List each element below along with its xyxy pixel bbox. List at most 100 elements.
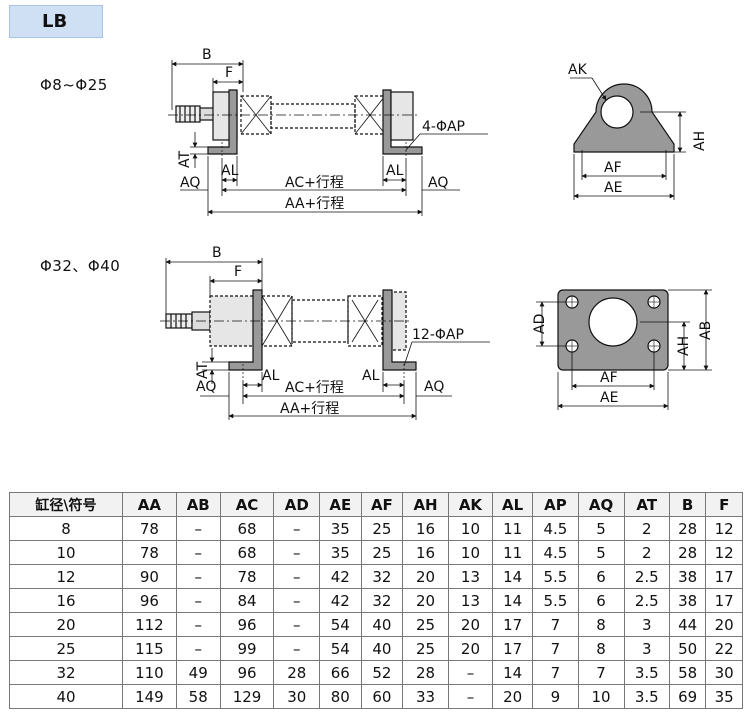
table-cell: – bbox=[175, 612, 221, 637]
table-cell: – bbox=[273, 588, 321, 613]
table-cell: – bbox=[273, 636, 321, 661]
table-cell: 7 bbox=[532, 636, 579, 661]
table-cell: 13 bbox=[447, 588, 493, 613]
dim-al-4: AL bbox=[362, 368, 380, 384]
technical-drawing: B F AT AQ AL AL AC+行程 AQ AA+行程 4-ΦAP AK … bbox=[160, 47, 714, 420]
table-cell: 16 bbox=[9, 588, 123, 613]
dim-aq-3: AQ bbox=[196, 379, 216, 395]
table-cell: 4.5 bbox=[532, 540, 579, 565]
table-cell: 8 bbox=[577, 612, 625, 637]
table-cell: 68 bbox=[219, 540, 275, 565]
table-cell: 110 bbox=[121, 660, 177, 685]
table-cell: 54 bbox=[319, 612, 362, 637]
table-cell: – bbox=[447, 660, 493, 685]
dim-ae: AE bbox=[604, 180, 622, 196]
table-cell: 60 bbox=[360, 684, 404, 709]
table-cell: 5.5 bbox=[532, 588, 579, 613]
table-cell: 5 bbox=[577, 516, 625, 541]
table-cell: 52 bbox=[360, 660, 404, 685]
table-header-cell: AF bbox=[360, 492, 404, 517]
table-cell: 12 bbox=[705, 540, 743, 565]
table-cell: 5.5 bbox=[532, 564, 579, 589]
table-header-cell: AT bbox=[623, 492, 670, 517]
table-cell: 32 bbox=[9, 660, 123, 685]
dim-al-2: AL bbox=[386, 163, 404, 179]
table-cell: 49 bbox=[175, 660, 221, 685]
table-cell: 66 bbox=[319, 660, 362, 685]
table-cell: – bbox=[175, 588, 221, 613]
table-cell: 33 bbox=[402, 684, 449, 709]
table-cell: 22 bbox=[705, 636, 743, 661]
table-cell: 42 bbox=[319, 564, 362, 589]
dim-at-2: AT bbox=[195, 362, 211, 379]
table-cell: 20 bbox=[491, 684, 534, 709]
table-cell: 8 bbox=[9, 516, 123, 541]
dim-af: AF bbox=[604, 160, 622, 176]
dim-ak: AK bbox=[568, 62, 588, 78]
dim-al: AL bbox=[221, 163, 239, 179]
dim-b-2: B bbox=[212, 245, 222, 261]
table-header-cell: AD bbox=[273, 492, 321, 517]
table-cell: 2.5 bbox=[623, 564, 670, 589]
dim-ac: AC+行程 bbox=[285, 175, 344, 191]
table-cell: 84 bbox=[219, 588, 275, 613]
table-cell: – bbox=[175, 516, 221, 541]
table-cell: 20 bbox=[402, 564, 449, 589]
table-cell: 35 bbox=[705, 684, 743, 709]
table-cell: – bbox=[447, 684, 493, 709]
table-header-cell: AH bbox=[402, 492, 449, 517]
table-cell: 30 bbox=[273, 684, 321, 709]
dim-f-2: F bbox=[234, 264, 242, 280]
table-cell: 6 bbox=[577, 588, 625, 613]
table-header-cell: F bbox=[705, 492, 743, 517]
table-cell: 96 bbox=[121, 588, 177, 613]
dim-aq: AQ bbox=[180, 175, 200, 191]
variant2-label: Φ32、Φ40 bbox=[40, 257, 121, 275]
table-header-cell: 缸径\符号 bbox=[9, 492, 123, 517]
dim-ap: 4-ΦAP bbox=[422, 119, 465, 135]
variant1-label: Φ8~Φ25 bbox=[40, 76, 108, 94]
table-cell: 28 bbox=[402, 660, 449, 685]
table-header-cell: AE bbox=[319, 492, 362, 517]
table-cell: 58 bbox=[175, 684, 221, 709]
table-cell: 129 bbox=[219, 684, 275, 709]
dimension-lines-2 bbox=[570, 77, 686, 200]
table-cell: 42 bbox=[319, 588, 362, 613]
table-cell: 149 bbox=[121, 684, 177, 709]
table-cell: 96 bbox=[219, 612, 275, 637]
table-cell: 115 bbox=[121, 636, 177, 661]
table-header-cell: AA bbox=[121, 492, 177, 517]
table-header-cell: AL bbox=[491, 492, 534, 517]
table-cell: 12 bbox=[705, 516, 743, 541]
table-cell: 20 bbox=[705, 612, 743, 637]
table-cell: 20 bbox=[447, 636, 493, 661]
dim-ah-2: AH bbox=[676, 336, 692, 356]
table-cell: 20 bbox=[447, 612, 493, 637]
table-cell: 13 bbox=[447, 564, 493, 589]
table-cell: 7 bbox=[577, 660, 625, 685]
table-cell: 3 bbox=[623, 612, 670, 637]
table-cell: 17 bbox=[705, 588, 743, 613]
table-cell: 4.5 bbox=[532, 516, 579, 541]
table-cell: 3.5 bbox=[623, 660, 670, 685]
table-cell: 5 bbox=[577, 540, 625, 565]
table-cell: – bbox=[273, 516, 321, 541]
table-cell: 112 bbox=[121, 612, 177, 637]
table-cell: 16 bbox=[402, 540, 449, 565]
end-view-large bbox=[557, 289, 669, 371]
dim-b: B bbox=[202, 47, 212, 63]
table-cell: – bbox=[273, 540, 321, 565]
table-cell: 58 bbox=[668, 660, 707, 685]
table-cell: 17 bbox=[491, 636, 534, 661]
table-header-cell: AC bbox=[219, 492, 275, 517]
table-cell: 50 bbox=[668, 636, 707, 661]
table-cell: 78 bbox=[121, 540, 177, 565]
table-cell: 40 bbox=[9, 684, 123, 709]
table-cell: 99 bbox=[219, 636, 275, 661]
table-cell: 11 bbox=[491, 516, 534, 541]
